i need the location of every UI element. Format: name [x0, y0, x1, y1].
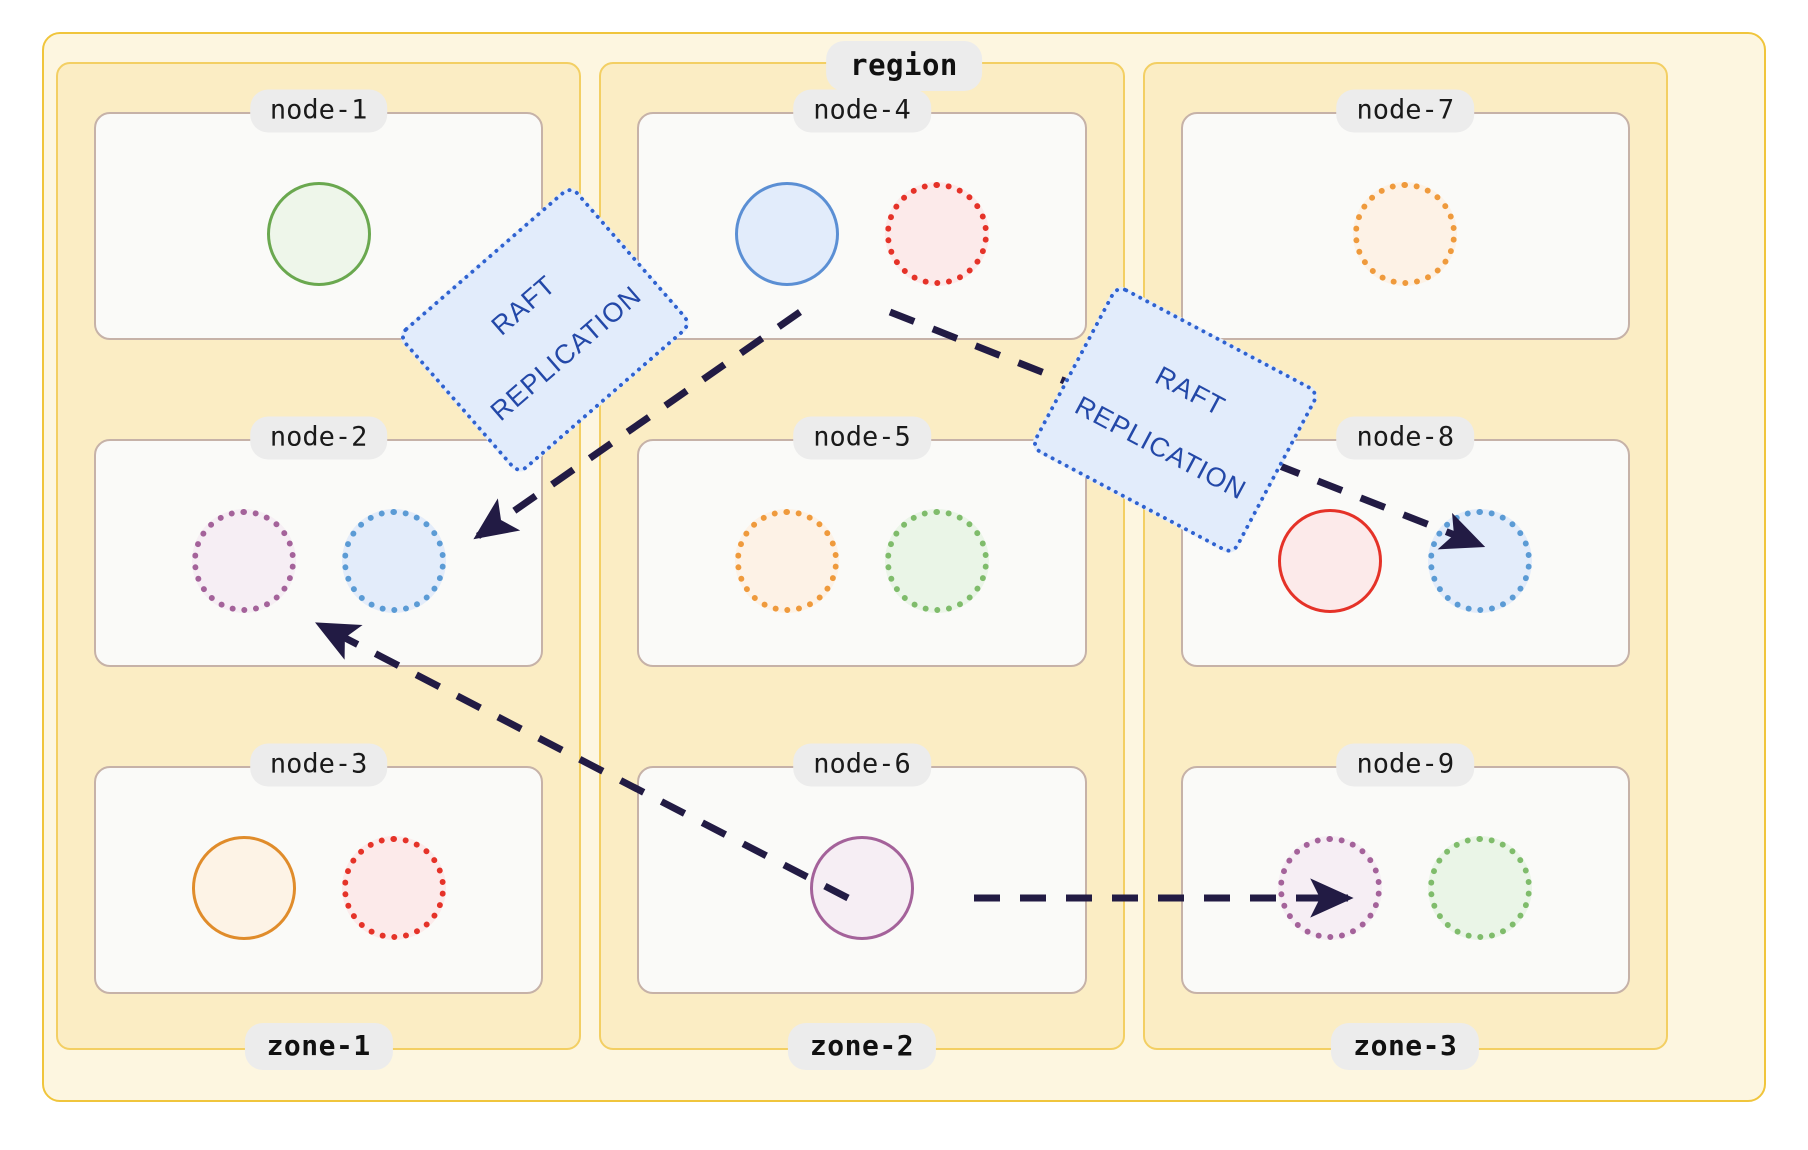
node-card-node-7[interactable]: node-7 [1180, 89, 1630, 340]
node-card-node-4[interactable]: node-4 [637, 89, 1087, 340]
node-label: node-4 [793, 89, 931, 133]
node-card-node-5[interactable]: node-5 [637, 416, 1087, 667]
zone-label: zone-3 [1331, 1023, 1480, 1070]
replica-group [734, 182, 989, 286]
replica-circle-red-follower[interactable] [341, 836, 446, 940]
replica-group [191, 509, 446, 613]
zones-row: node-1 node-2 node-3 zone-1 [56, 62, 1668, 1070]
replica-circle-orange-leader[interactable] [191, 836, 296, 940]
replica-circle-orange-follower[interactable] [734, 509, 839, 613]
replica-circle-orange-follower[interactable] [1353, 182, 1458, 286]
zone-label: zone-2 [787, 1023, 937, 1070]
replica-circle-blue-follower[interactable] [1428, 509, 1533, 613]
node-card-node-9[interactable]: node-9 [1180, 743, 1630, 994]
replica-circle-blue-leader[interactable] [734, 182, 839, 286]
node-label: node-7 [1336, 89, 1475, 133]
zone-container-2[interactable]: node-4 node-5 node-6 zone-2 [599, 62, 1125, 1070]
zone-label: zone-1 [244, 1023, 393, 1070]
node-label: node-1 [249, 89, 388, 133]
replica-group [1353, 182, 1458, 286]
node-card-node-3[interactable]: node-3 [94, 743, 544, 994]
replica-group [191, 836, 446, 940]
replica-circle-red-leader[interactable] [1278, 509, 1383, 613]
replica-group [1278, 836, 1533, 940]
replica-circle-purple-follower[interactable] [1278, 836, 1383, 940]
region-label: region [826, 41, 982, 91]
node-card-node-2[interactable]: node-2 [94, 416, 544, 667]
node-label: node-3 [249, 743, 388, 787]
node-label: node-8 [1336, 416, 1475, 460]
replica-circle-red-follower[interactable] [884, 182, 989, 286]
replica-group [734, 509, 989, 613]
zone-container-1[interactable]: node-1 node-2 node-3 zone-1 [56, 62, 582, 1070]
node-label: node-2 [249, 416, 388, 460]
replica-circle-blue-follower[interactable] [341, 509, 446, 613]
replica-group [1278, 509, 1533, 613]
node-label: node-5 [793, 416, 931, 460]
node-card-node-6[interactable]: node-6 [637, 743, 1087, 994]
replica-group [266, 182, 371, 286]
zone-container-3[interactable]: node-7 node-8 node-9 zone-3 [1142, 62, 1668, 1070]
replica-circle-purple-follower[interactable] [191, 509, 296, 613]
replica-circle-green-follower[interactable] [1428, 836, 1533, 940]
replica-group [809, 836, 914, 940]
replica-circle-purple-leader[interactable] [809, 836, 914, 940]
node-label: node-9 [1336, 743, 1475, 787]
replica-circle-green-follower[interactable] [884, 509, 989, 613]
replica-circle-green-leader[interactable] [266, 182, 371, 286]
node-label: node-6 [793, 743, 931, 787]
